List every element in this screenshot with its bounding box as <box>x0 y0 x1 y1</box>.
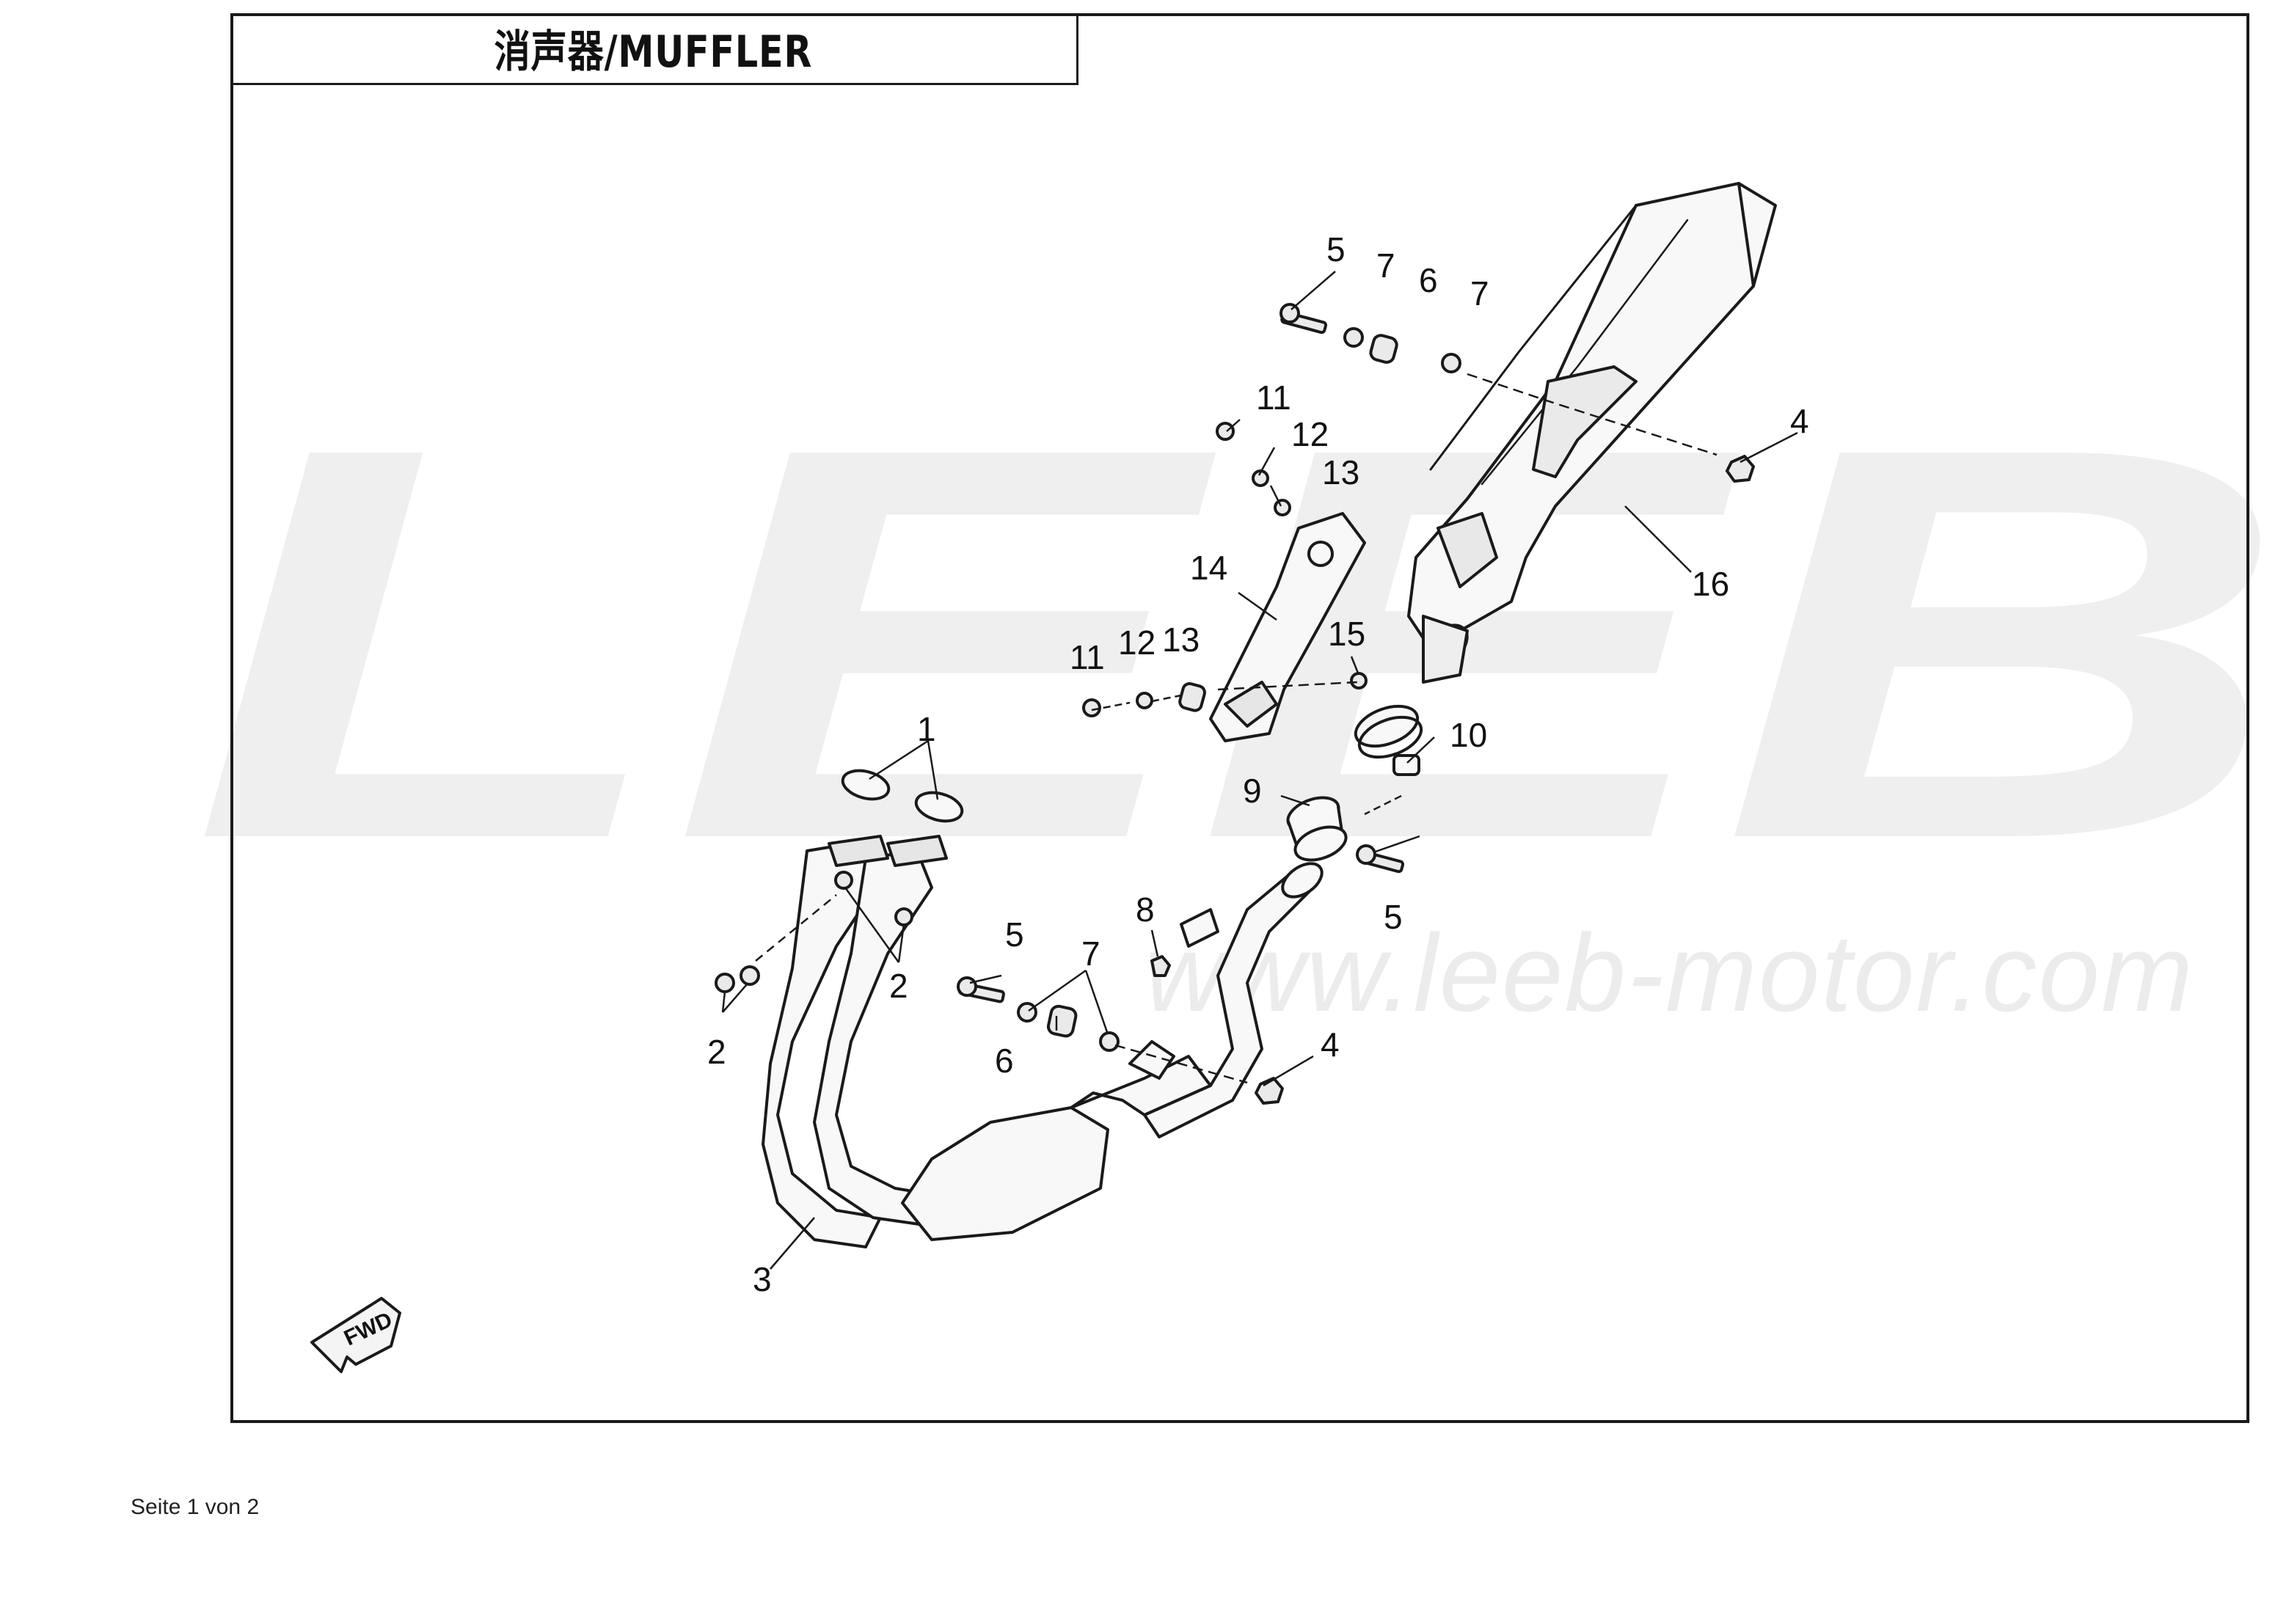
callout-11: 11 <box>1256 378 1291 417</box>
callout-13: 13 <box>1322 453 1359 491</box>
callout-13: 13 <box>1162 621 1200 659</box>
callout-16: 16 <box>1692 565 1729 603</box>
callout-labels: 1 2 2 3 4 4 5 5 5 6 6 7 7 7 8 9 10 11 11… <box>707 230 1809 1298</box>
exhaust-header-pipes <box>762 835 1324 1248</box>
callout-1: 1 <box>917 710 936 748</box>
callout-8: 8 <box>1136 890 1155 929</box>
callout-7: 7 <box>1470 274 1489 312</box>
callout-15: 15 <box>1328 615 1365 653</box>
callout-5: 5 <box>1326 230 1346 268</box>
callout-12: 12 <box>1118 623 1156 662</box>
callout-2: 2 <box>889 967 908 1005</box>
callout-4: 4 <box>1321 1025 1340 1064</box>
callout-6: 6 <box>1419 261 1438 299</box>
callout-5: 5 <box>1005 915 1024 954</box>
forward-arrow-icon: FWD <box>310 1297 401 1373</box>
title-box: 消声器/MUFFLER <box>230 13 1078 85</box>
callout-12: 12 <box>1291 415 1329 453</box>
heat-shield <box>1209 512 1366 742</box>
diagram-title: 消声器/MUFFLER <box>494 26 813 78</box>
leader-lines <box>721 271 1798 1270</box>
diagram-frame <box>230 13 2249 1423</box>
callout-14: 14 <box>1190 549 1227 587</box>
callout-2: 2 <box>707 1033 726 1071</box>
muffler-silencer <box>1407 182 1777 684</box>
callout-11: 11 <box>1070 638 1105 676</box>
callout-7: 7 <box>1376 246 1395 285</box>
band-clamp <box>1354 704 1423 776</box>
watermark-url: www.leeb-motor.com <box>1144 911 2194 1034</box>
callout-9: 9 <box>1243 772 1262 810</box>
callout-6: 6 <box>995 1042 1014 1080</box>
gasket-1a <box>841 769 891 801</box>
sleeve-gasket <box>1286 796 1348 862</box>
callout-5: 5 <box>1384 898 1403 936</box>
callout-7: 7 <box>1081 934 1100 973</box>
callout-3: 3 <box>753 1260 772 1298</box>
callout-4: 4 <box>1790 402 1809 440</box>
page-number: Seite 1 von 2 <box>131 1495 260 1519</box>
gasket-1b <box>914 791 964 823</box>
callout-10: 10 <box>1450 716 1487 754</box>
